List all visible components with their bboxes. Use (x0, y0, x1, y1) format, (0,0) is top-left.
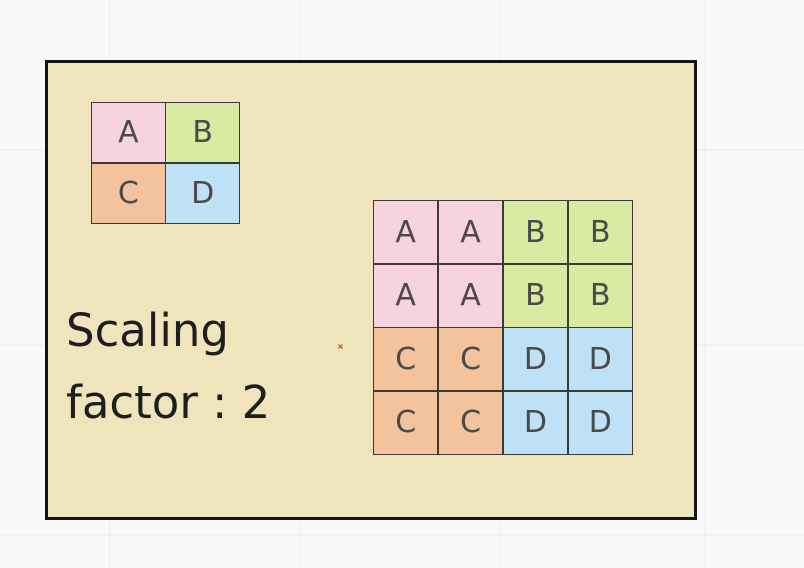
original-cell-b: B (166, 103, 239, 163)
scaled-cell-d: D (503, 328, 568, 391)
scaled-cell-b: B (503, 201, 568, 264)
scaled-cell-b: B (568, 264, 632, 327)
scaled-cell-a: A (438, 264, 503, 327)
original-cell-d: D (166, 163, 239, 223)
scaled-cell-c: C (374, 328, 438, 391)
original-cell-a: A (92, 103, 165, 163)
scaled-cell-a: A (438, 201, 503, 264)
scaled-cell-c: C (438, 391, 503, 454)
cursor-icon (338, 344, 343, 349)
caption-line-2: factor : 2 (66, 376, 271, 429)
caption-line-1: Scaling (66, 304, 229, 357)
original-cell-c: C (92, 163, 165, 223)
scaling-caption: Scaling factor : 2 (66, 295, 326, 439)
scaled-cell-c: C (374, 391, 438, 454)
scaled-cell-d: D (568, 328, 632, 391)
scaled-cell-d: D (503, 391, 568, 454)
scaled-cell-b: B (503, 264, 568, 327)
scaled-cell-d: D (568, 391, 632, 454)
scaled-cell-a: A (374, 201, 438, 264)
scaled-cell-c: C (438, 328, 503, 391)
scaled-cell-a: A (374, 264, 438, 327)
scaled-cell-b: B (568, 201, 632, 264)
